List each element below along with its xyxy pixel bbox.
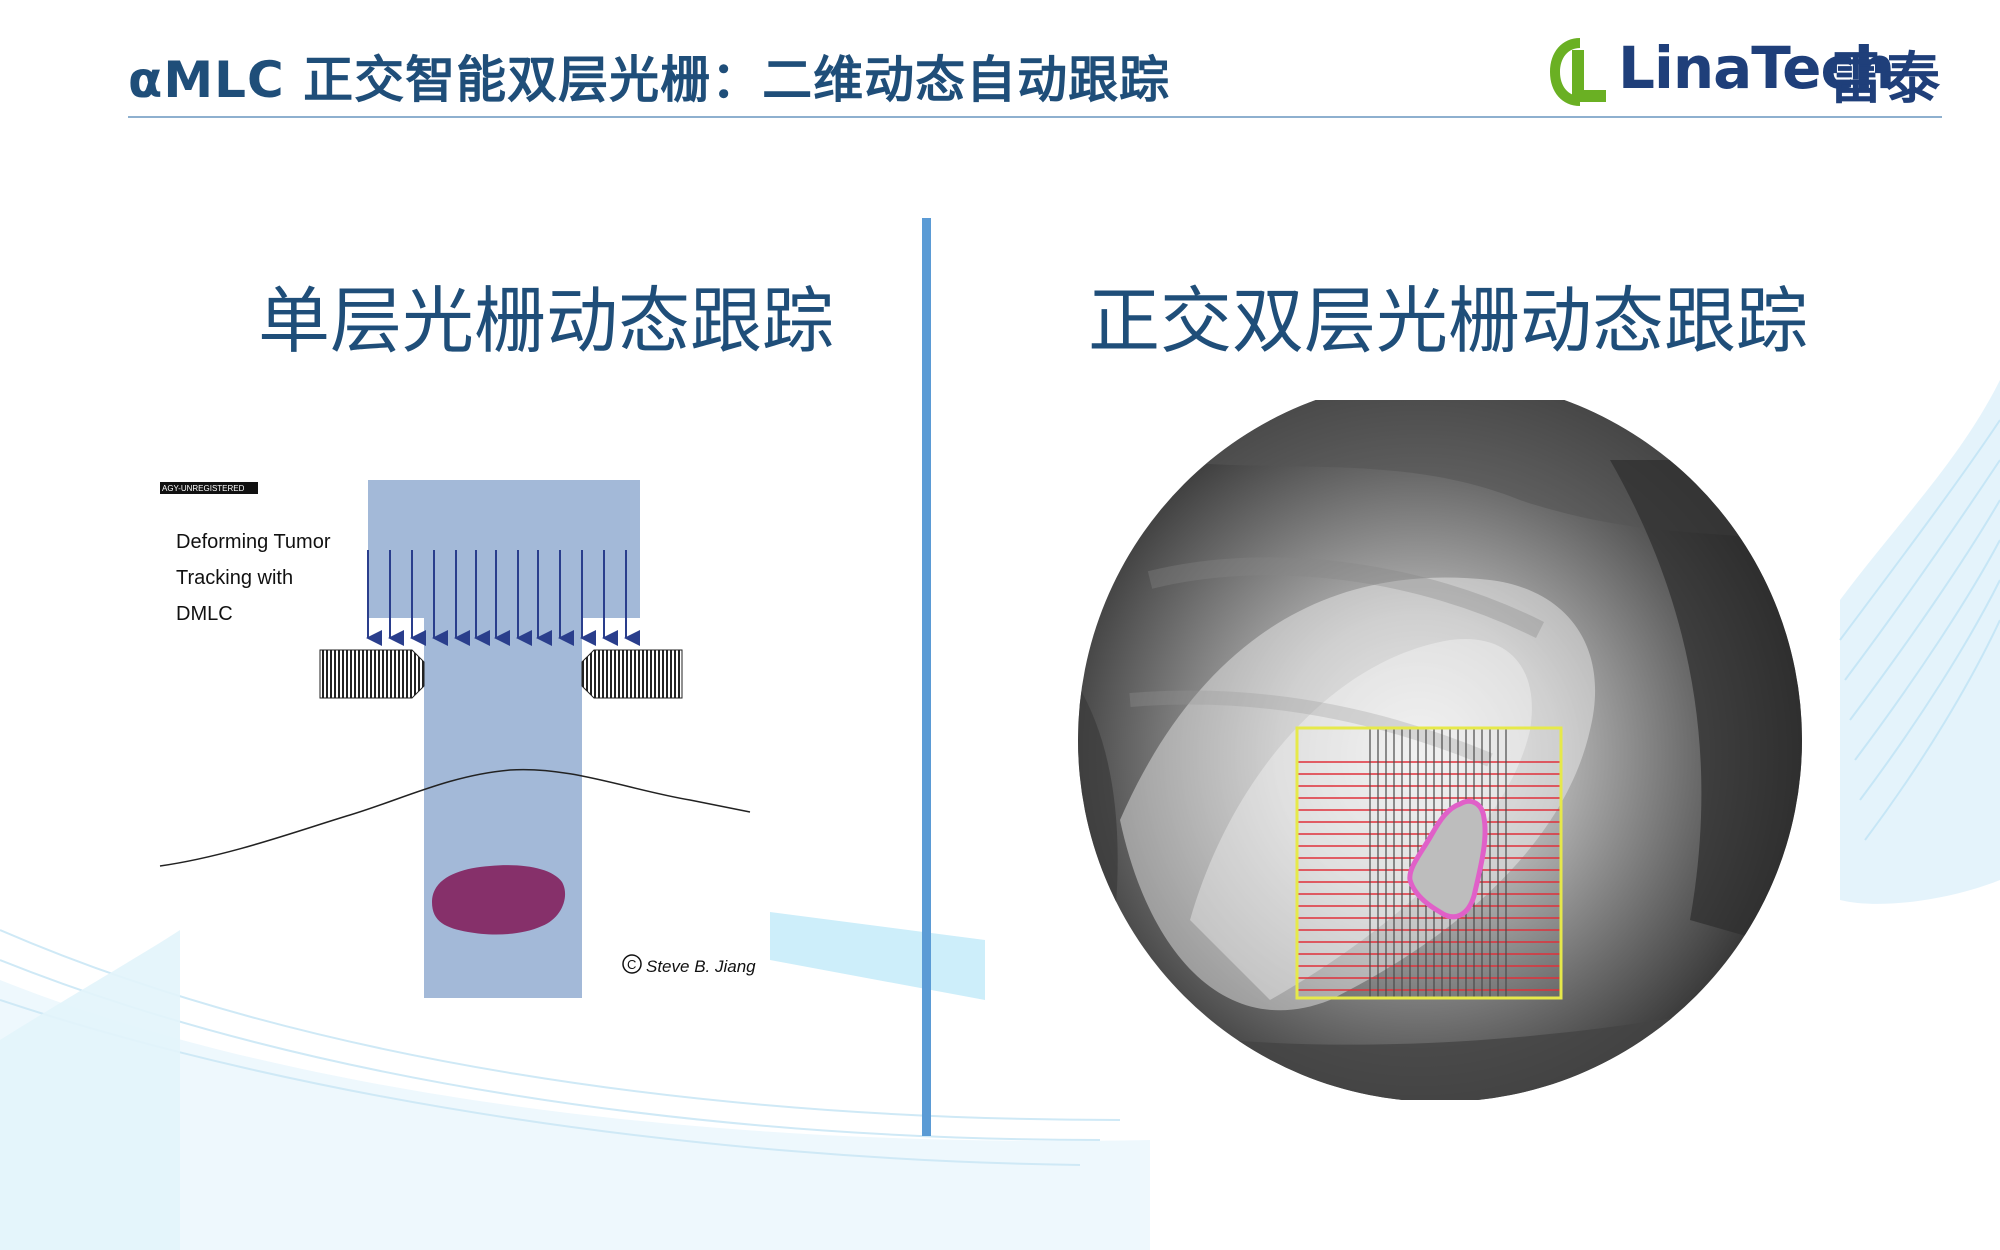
- watermark-bar: [160, 482, 258, 494]
- left-panel-heading: 单层光栅动态跟踪: [258, 279, 835, 363]
- beam-upper: [368, 480, 640, 618]
- linatech-logo-icon: [1550, 38, 1606, 106]
- mlc-leaf-left: [319, 649, 425, 699]
- caption-line-1: Deforming Tumor: [176, 531, 331, 553]
- header-divider: [128, 116, 1942, 118]
- body-contour: [159, 768, 751, 867]
- watermark-text: AGY-UNREGISTERED: [162, 484, 245, 493]
- figure-credit: Steve B. Jiang: [646, 957, 756, 976]
- mlc-leaf-right: [581, 649, 683, 699]
- caption-line-3: DMLC: [176, 603, 233, 625]
- company-logo: LinaTech 雷泰: [1546, 28, 1946, 118]
- fluoroscopy-image: [1078, 400, 1802, 1100]
- beam-lower: [424, 610, 582, 998]
- beam-arrows: [366, 550, 640, 646]
- slide-title: αMLC 正交智能双层光栅：二维动态自动跟踪: [128, 51, 1171, 109]
- svg-text:C: C: [627, 957, 636, 972]
- tumor-outline: [1407, 798, 1488, 920]
- tumor-shape: [432, 865, 566, 935]
- panel-divider: [922, 218, 931, 1136]
- caption-line-2: Tracking with: [176, 567, 293, 589]
- logo-brand-text: LinaTech: [1618, 34, 1895, 102]
- right-panel-heading: 正交双层光栅动态跟踪: [1088, 279, 1809, 363]
- logo-chinese-text: 雷泰: [1828, 47, 1940, 112]
- field-boundary: [1295, 726, 1563, 1000]
- single-layer-mlc-figure: AGY-UNREGISTERED Deforming Tumor Trackin…: [159, 480, 756, 998]
- dual-layer-mlc-figure: [1078, 400, 1802, 1100]
- copyright-icon: C: [622, 954, 642, 974]
